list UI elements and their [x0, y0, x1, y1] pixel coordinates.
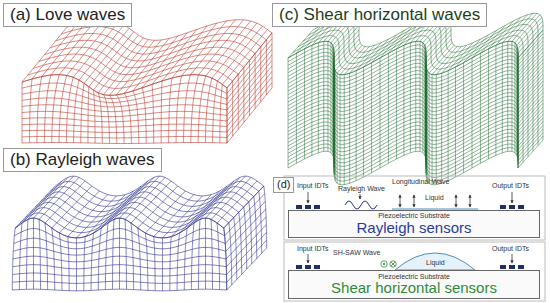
node-text: Piezoelectric Substrate — [378, 273, 450, 280]
diagram-label: Liquid — [425, 194, 444, 201]
longitudinal-arrows — [400, 195, 470, 207]
sensor-title: Rayleigh sensors — [356, 220, 471, 236]
node-text: (c) Shear horizontal waves — [279, 6, 480, 24]
substrate-box: Piezoelectric SubstrateRayleigh sensors — [288, 210, 540, 238]
diagram-label: Input IDTs — [297, 182, 329, 189]
panel-label-box: (b) Rayleigh waves — [3, 148, 162, 172]
panel-label-box: (a) Love waves — [3, 3, 132, 27]
sensor-panel — [284, 176, 545, 240]
panel-label-box: (d) — [273, 177, 294, 193]
diagram-label: SH-SAW Wave — [333, 249, 380, 256]
diagram-label: Longitudinal Wave — [392, 178, 449, 185]
rayleigh-wave-mesh — [12, 176, 266, 291]
diagram-label: Rayleigh Wave — [338, 185, 385, 192]
love-wave-mesh — [22, 20, 272, 144]
node-text: (b) Rayleigh waves — [10, 151, 155, 169]
node-text: Piezoelectric Substrate — [378, 212, 450, 219]
liquid-drop — [395, 253, 475, 270]
shear-horizontal-wave-mesh — [288, 13, 543, 185]
sensor-title: Shear horizontal sensors — [331, 280, 497, 296]
sh-saw-symbols — [381, 261, 396, 267]
panel-label-box: (c) Shear horizontal waves — [272, 3, 487, 27]
sensor-panel — [284, 242, 545, 301]
diagram-label: Liquid — [426, 259, 445, 266]
node-text: (a) Love waves — [10, 6, 125, 24]
rayleigh-wave-symbol — [345, 201, 377, 209]
diagram-label: Output IDTs — [492, 182, 529, 189]
substrate-box: Piezoelectric SubstrateShear horizontal … — [288, 270, 540, 299]
diagram-label: Input IDTs — [297, 245, 329, 252]
diagram-label: Output IDTs — [492, 245, 529, 252]
node-text: (d) — [277, 179, 290, 191]
